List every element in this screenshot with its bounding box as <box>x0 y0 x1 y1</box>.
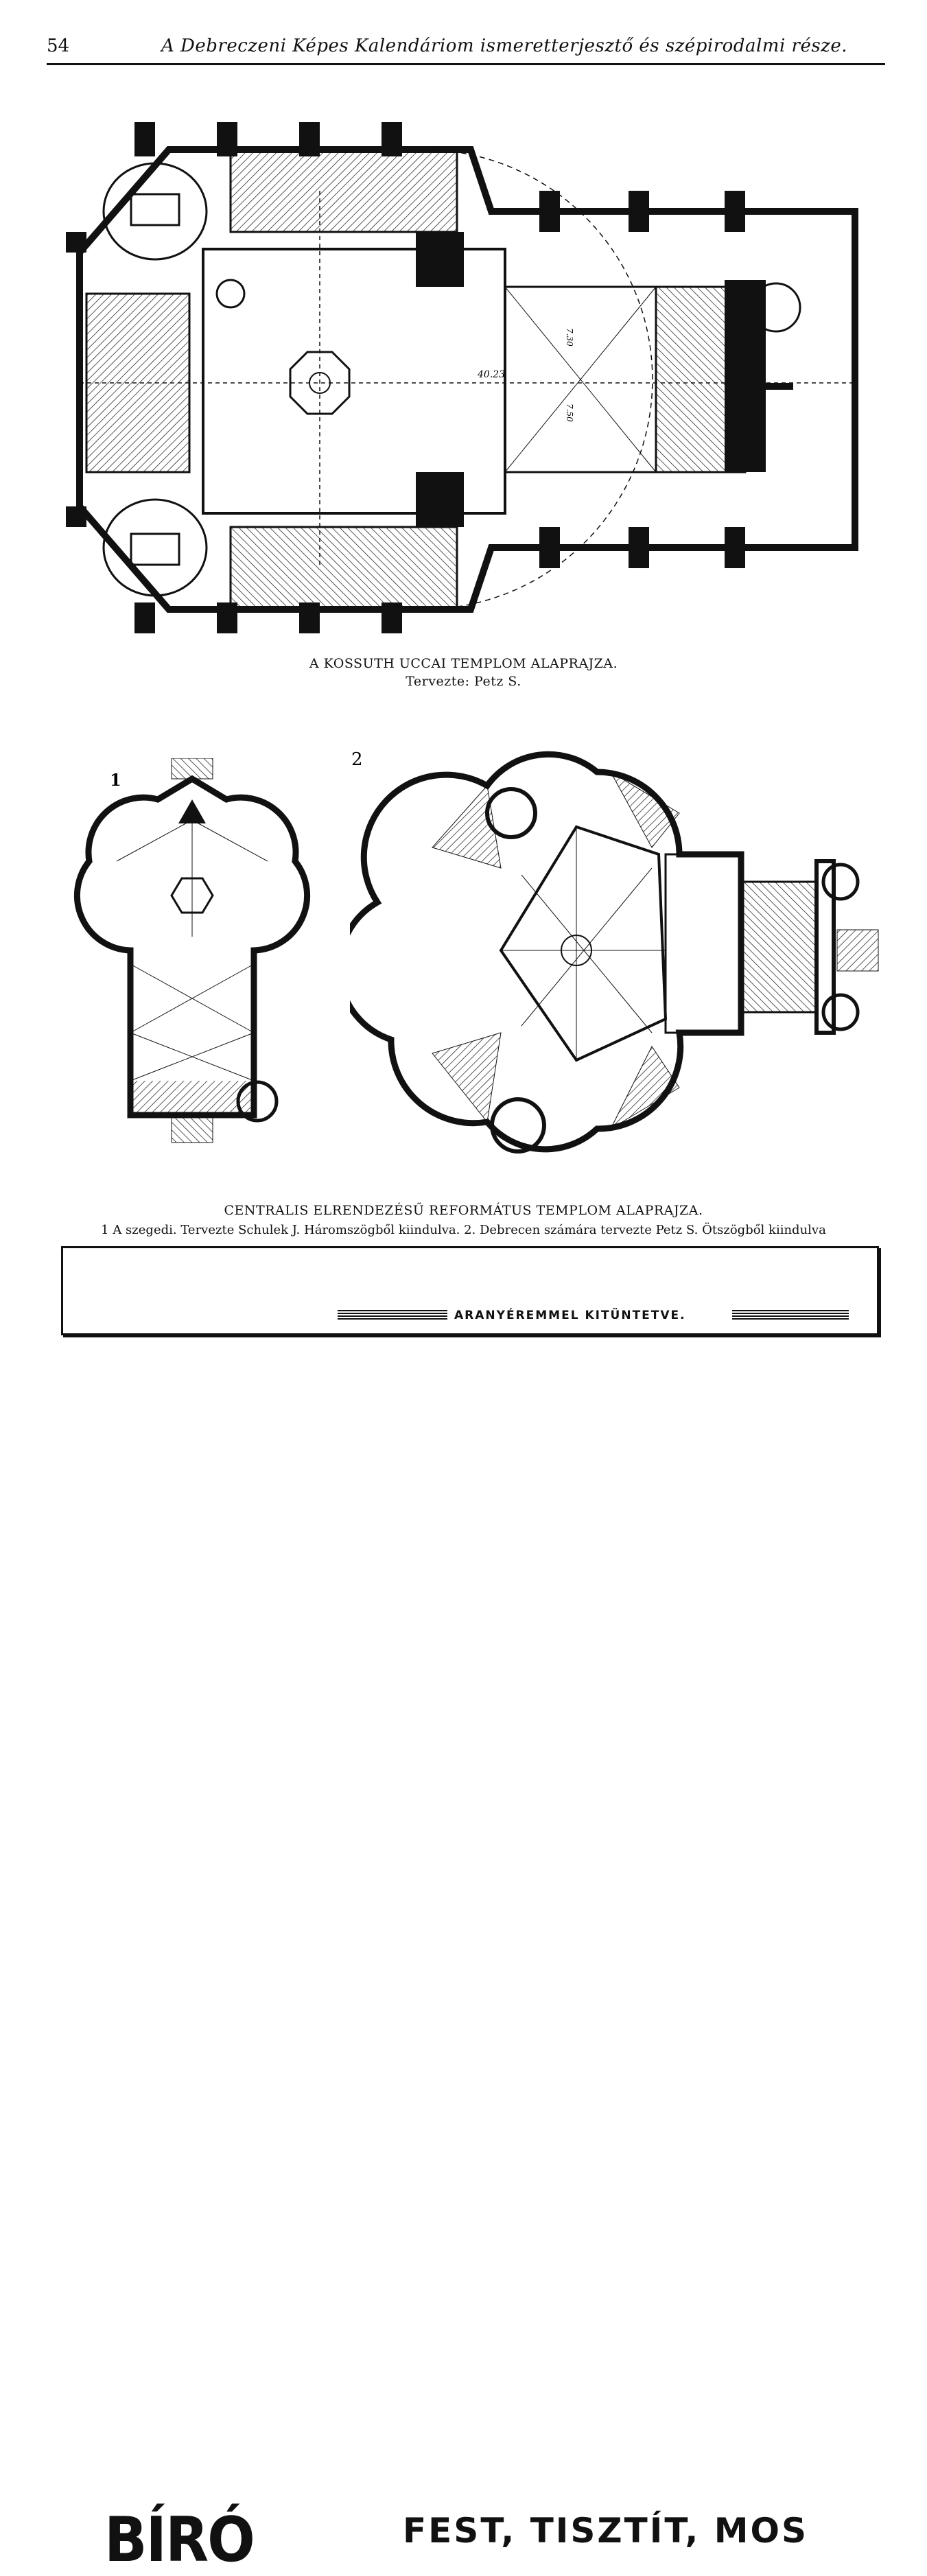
dimension-label: 7.50 <box>565 403 574 422</box>
ad-brand: BÍRÓ <box>104 2504 255 2576</box>
dimension-label: 40.23 <box>477 369 505 380</box>
running-title: A Debreczeni Képes Kalendáriom ismerette… <box>161 36 848 56</box>
szeged-church-floor-plan: 1 <box>73 758 311 1143</box>
figure1-caption: A KOSSUTH UCCAI TEMPLOM ALAPRAJZA. <box>309 656 618 671</box>
dimension-label: 7.30 <box>565 328 574 347</box>
debrecen-church-floor-plan: 2 <box>350 749 879 1154</box>
figure2-subcaption: 1 A szegedi. Tervezte Schulek J. Háromsz… <box>101 1223 826 1237</box>
plan-label-1: 1 <box>110 770 121 790</box>
header-rule <box>47 63 885 65</box>
plan-label-2: 2 <box>351 749 363 770</box>
ad-award: ARANYÉREMMEL KITÜNTETVE. <box>454 1309 686 1322</box>
decorative-stripes <box>338 1310 447 1320</box>
decorative-stripes <box>732 1310 849 1320</box>
figure2-caption: CENTRALIS ELRENDEZÉSŰ REFORMÁTUS TEMPLOM… <box>224 1203 703 1218</box>
figure1-credit: Tervezte: Petz S. <box>406 674 521 689</box>
kossuth-church-floor-plan: 40.23 7.30 7.50 <box>66 122 858 633</box>
biro-advertisement: BÍRÓ FEST, TISZTÍT, MOS ARANYÉREMMEL KIT… <box>61 1246 879 2576</box>
ad-slogan: FEST, TISZTÍT, MOS <box>403 2511 809 2551</box>
page-number: 54 <box>47 36 70 56</box>
